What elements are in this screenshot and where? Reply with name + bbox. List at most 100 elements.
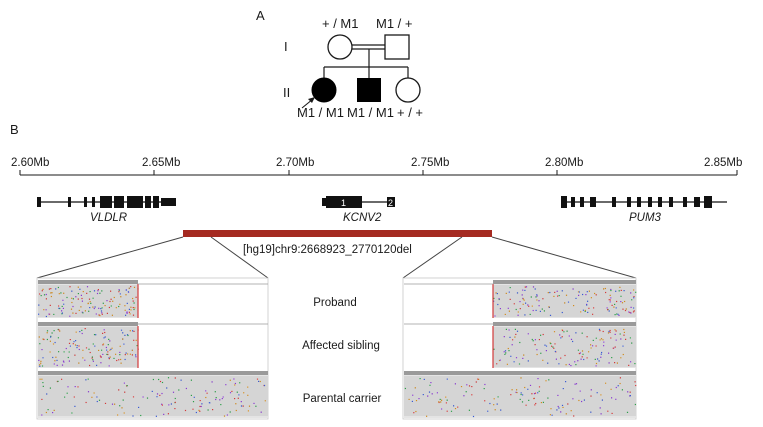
mismatch-base — [496, 293, 498, 295]
mismatch-base — [445, 402, 447, 404]
mismatch-base — [229, 411, 231, 413]
mismatch-base — [575, 332, 577, 334]
mismatch-base — [635, 291, 637, 293]
mismatch-base — [206, 392, 208, 394]
mismatch-base — [240, 401, 242, 403]
mismatch-base — [588, 307, 590, 309]
mismatch-base — [590, 411, 592, 413]
mismatch-base — [132, 307, 134, 309]
mismatch-base — [542, 359, 544, 361]
mismatch-base — [536, 299, 538, 301]
mismatch-base — [192, 408, 194, 410]
mismatch-base — [615, 386, 617, 389]
mismatch-base — [527, 333, 529, 335]
mismatch-base — [615, 307, 617, 309]
mismatch-base — [577, 291, 580, 293]
mismatch-base — [489, 402, 491, 405]
mismatch-base — [625, 338, 627, 340]
mismatch-base — [87, 391, 90, 393]
mismatch-base — [125, 289, 127, 291]
mismatch-base — [602, 330, 604, 333]
tick-label-6: 2.85Mb — [704, 157, 742, 169]
mismatch-base — [495, 292, 497, 294]
mismatch-base — [533, 393, 536, 395]
mismatch-base — [611, 304, 613, 306]
mismatch-base — [534, 404, 536, 406]
mismatch-base — [411, 400, 413, 402]
mismatch-base — [614, 303, 616, 305]
mismatch-base — [484, 383, 486, 386]
mismatch-base — [551, 345, 553, 347]
mismatch-base — [71, 297, 73, 299]
mismatch-base — [508, 291, 510, 293]
mismatch-base — [595, 294, 597, 296]
mismatch-base — [531, 305, 533, 307]
mismatch-base — [98, 399, 101, 401]
mismatch-base — [600, 394, 602, 396]
proband-circle — [311, 77, 337, 103]
mismatch-base — [92, 343, 94, 345]
mismatch-base — [84, 310, 86, 312]
mismatch-base — [590, 344, 592, 346]
mismatch-base — [96, 292, 99, 295]
mismatch-base — [582, 293, 584, 296]
mismatch-base — [102, 332, 104, 334]
mismatch-base — [628, 311, 630, 313]
mismatch-base — [124, 391, 126, 393]
mismatch-base — [525, 302, 527, 304]
mismatch-base — [629, 395, 631, 397]
mismatch-base — [121, 407, 123, 409]
mismatch-base — [538, 305, 540, 307]
mismatch-base — [478, 378, 480, 380]
mismatch-base — [119, 354, 121, 356]
mismatch-base — [572, 398, 574, 400]
mismatch-base — [522, 394, 524, 396]
mismatch-base — [124, 305, 126, 307]
mismatch-base — [161, 403, 163, 405]
child-1-genotype: M1 / M1 — [297, 105, 344, 120]
tick-label-4: 2.75Mb — [411, 157, 449, 169]
mismatch-base — [484, 400, 486, 402]
mismatch-base — [96, 400, 98, 403]
mismatch-base — [599, 407, 601, 409]
mismatch-base — [78, 309, 80, 311]
mismatch-base — [570, 338, 573, 340]
mismatch-base — [542, 333, 544, 336]
mismatch-base — [87, 378, 89, 380]
mismatch-base — [69, 339, 71, 341]
mismatch-base — [46, 338, 48, 341]
tick-label-2: 2.65Mb — [142, 157, 180, 169]
child-2-genotype: M1 / M1 — [347, 105, 394, 120]
mismatch-base — [84, 359, 86, 361]
mismatch-base — [496, 403, 498, 405]
mismatch-base — [538, 300, 540, 302]
mismatch-base — [38, 313, 40, 315]
deletion-label: [hg19]chr9:2668923_2770120del — [243, 244, 412, 256]
unaffected-sibling-circle — [395, 77, 421, 103]
mismatch-base — [408, 398, 410, 400]
mismatch-base — [567, 403, 569, 405]
mismatch-base — [594, 358, 596, 360]
mismatch-base — [172, 391, 175, 393]
mismatch-base — [108, 306, 110, 309]
coverage-track — [404, 371, 636, 375]
mismatch-base — [601, 351, 603, 354]
mismatch-base — [264, 400, 266, 402]
mismatch-base — [236, 391, 238, 393]
mismatch-base — [592, 339, 594, 341]
mismatch-base — [509, 298, 511, 300]
mismatch-base — [67, 386, 69, 388]
mismatch-base — [82, 312, 84, 314]
mismatch-base — [56, 359, 58, 361]
gene-model-vldlr — [37, 196, 176, 208]
mismatch-base — [73, 341, 75, 343]
mismatch-base — [235, 403, 237, 405]
mismatch-base — [38, 336, 40, 338]
mismatch-base — [60, 292, 62, 294]
mismatch-base — [125, 294, 127, 296]
mismatch-base — [215, 397, 217, 399]
read-alignment-right-breakpoint — [402, 277, 637, 420]
mismatch-base — [76, 347, 78, 349]
mismatch-base — [588, 290, 590, 292]
mismatch-base — [159, 380, 162, 383]
